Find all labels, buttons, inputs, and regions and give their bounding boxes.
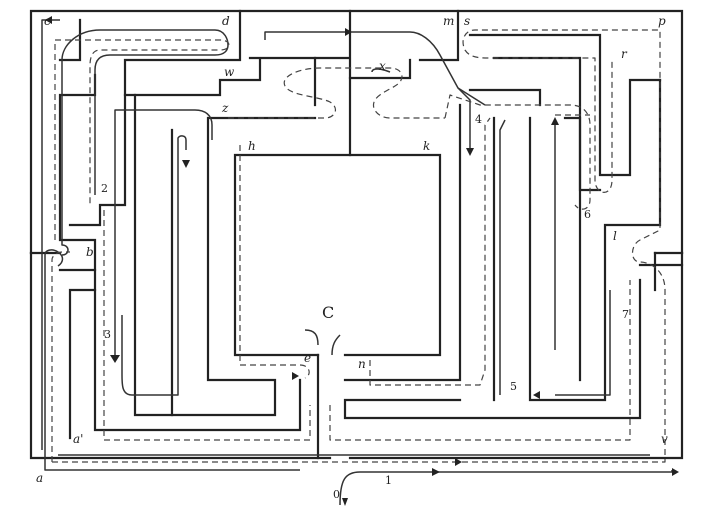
label-0: 0 [333,488,340,501]
outer-wall-bottom-right [348,251,684,460]
route-solid-main [41,19,673,506]
label-n: n [358,357,366,371]
label-r: r [621,47,628,61]
label-v: v [661,432,668,446]
arrowheads [45,16,679,506]
arrowhead-right-up [551,117,559,125]
label-h: h [248,139,256,153]
label-k: k [423,139,430,153]
label-2: 2 [101,182,108,195]
center-chamber-wall [233,153,442,357]
arrowhead-start [342,498,348,506]
label-7: 7 [622,308,629,321]
label-1: 1 [385,474,392,487]
route-dashed-main [52,29,666,463]
label-b: b [86,245,94,259]
arrowhead-bottom-right [672,468,679,476]
label-4: 4 [475,113,482,126]
outer-wall-bottom [29,251,332,460]
label-z: z [221,101,229,115]
arrowhead-right-left [533,391,540,399]
outer-wall [29,9,684,255]
label-center-C: C [322,303,334,322]
arrowhead-4-down [466,148,474,156]
label-w: w [224,65,235,79]
label-p: p [658,14,666,28]
label-s: s [464,14,470,28]
label-x: x [379,59,386,73]
label-5: 5 [510,380,517,393]
label-6: 6 [584,208,591,221]
arrowhead-e [292,372,299,380]
maze-walls [29,9,684,460]
maze-labels: c d m s p w x r z h k 2 4 6 b l 3 7 C e … [36,14,668,501]
arrowhead-lower-mid [455,458,462,466]
solid-route [41,19,673,506]
label-3: 3 [104,328,111,341]
label-c: c [44,14,51,28]
arrowhead-bottom-mid [432,468,440,476]
arrowhead-top-left [45,16,52,24]
label-m: m [443,14,454,28]
label-e: e [304,351,311,365]
arrowhead-inner-down [182,160,190,168]
dashed-route [51,29,666,463]
label-a: a [36,471,43,485]
arrowhead-left-down [110,355,120,363]
arrowhead-top-center [345,28,352,36]
label-a-prime: a' [73,432,83,446]
label-d: d [222,14,230,28]
label-l: l [613,229,617,243]
